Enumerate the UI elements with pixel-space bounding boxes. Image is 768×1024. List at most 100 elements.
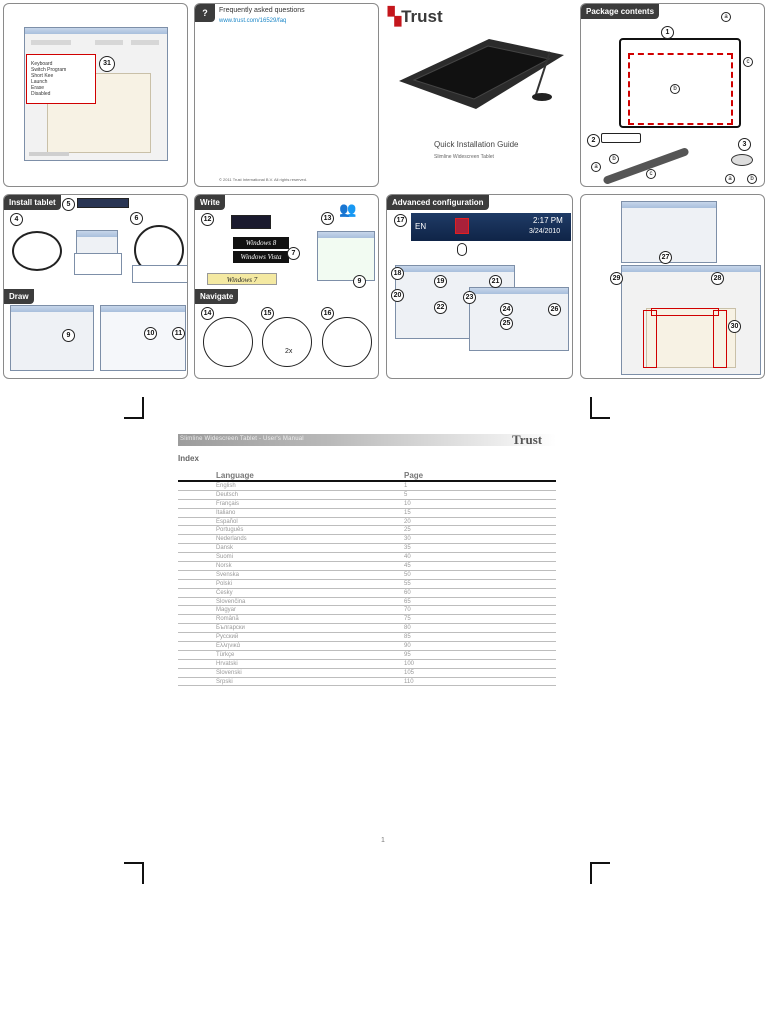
manual-header-text: Slimline Widescreen Tablet - User's Manu… (180, 436, 304, 442)
tablet-tray-icon[interactable] (455, 218, 469, 234)
callout-a-pen: a (591, 162, 601, 172)
callout-c-tablet: c (743, 57, 753, 67)
index-language: Srpski (216, 678, 233, 685)
index-language: Български (216, 625, 245, 632)
callout-23: 23 (463, 291, 476, 304)
index-page: 15 (404, 509, 411, 516)
windows-search-bar (77, 198, 129, 208)
navigate-title: Navigate (195, 289, 239, 304)
callout-29: 29 (610, 272, 623, 285)
callout-15: 15 (261, 307, 274, 320)
index-page: 90 (404, 643, 411, 650)
index-row: Hrvatski 100 (178, 660, 556, 669)
callout-3: 3 (738, 138, 751, 151)
callout-28: 28 (711, 272, 724, 285)
index-language: Русский (216, 634, 239, 641)
index-page: 65 (404, 598, 411, 605)
callout-24: 24 (500, 303, 513, 316)
callout-19: 19 (434, 275, 447, 288)
index-language: Ελληνικά (216, 643, 241, 650)
index-language: Suomi (216, 554, 234, 561)
battery-illustration (601, 133, 641, 143)
index-page: 1 (404, 483, 408, 489)
callout-6: 6 (130, 212, 143, 225)
manual-header-bar: Slimline Widescreen Tablet - User's Manu… (178, 434, 556, 446)
callout-21: 21 (489, 275, 502, 288)
index-page: 100 (404, 660, 415, 667)
page-number: 1 (381, 837, 385, 844)
advanced-title: Advanced configuration (387, 195, 489, 210)
index-language: Hrvatski (216, 660, 238, 667)
windows7-label: Windows 7 (207, 273, 277, 285)
question-icon: ? (195, 4, 215, 22)
index-title: Index (178, 454, 199, 463)
col-language-header: Language (216, 471, 254, 480)
notification-balloon (132, 265, 187, 283)
faq-title: Frequently asked questions (219, 7, 305, 14)
draw-title: Draw (4, 289, 34, 304)
input-panel (317, 231, 375, 281)
index-page: 70 (404, 607, 411, 614)
index-page: 75 (404, 616, 411, 623)
callout-5: 5 (62, 198, 75, 211)
callout-2: 2 (587, 134, 600, 147)
windows-vista-label: Windows Vista (233, 251, 289, 263)
index-page: 110 (404, 678, 414, 685)
callout-14: 14 (201, 307, 214, 320)
index-page: 80 (404, 625, 411, 632)
panel-write-navigate: Write 12 13 👥 Windows 8 Windows Vista Wi… (194, 194, 379, 379)
panel-package-contents: Package contents 1 a b c 2 a b c 3 a b (580, 3, 765, 187)
left-keys-highlight (643, 310, 657, 368)
active-area (628, 53, 733, 125)
index-page: 30 (404, 536, 411, 543)
callout-20: 20 (391, 289, 404, 302)
crop-mark-top-left (124, 397, 144, 419)
index-page: 35 (404, 545, 411, 552)
callout-10: 10 (144, 327, 157, 340)
package-title: Package contents (581, 4, 660, 19)
panel-advanced-config: Advanced configuration 17 EN 2:17 PM 3/2… (386, 194, 573, 379)
paint-app-window (10, 305, 94, 371)
callout-c-pen: c (646, 169, 656, 179)
index-row: Srpski 110 (178, 678, 556, 687)
index-language: Italiano (216, 509, 236, 516)
index-page: 105 (404, 669, 415, 676)
pen-stand-illustration (731, 154, 753, 166)
install-title: Install tablet (4, 195, 61, 210)
paint-brush-window (100, 305, 186, 371)
brand-logo: ▚Trust (388, 7, 443, 26)
usb-illustration (12, 231, 62, 271)
panel-faq: ? Frequently asked questions www.trust.c… (194, 3, 379, 187)
index-language: Norsk (216, 563, 232, 570)
faq-url[interactable]: www.trust.com/16529/faq (219, 18, 287, 24)
callout-b-stand: b (747, 174, 757, 184)
index-language: Česky (216, 589, 233, 596)
index-language: Slovenski (216, 669, 242, 676)
callout-25: 25 (500, 317, 513, 330)
clock-time: 2:17 PM (533, 216, 563, 225)
index-page: 20 (404, 518, 411, 525)
index-row: Slovenski 105 (178, 669, 556, 678)
index-language: Português (216, 527, 244, 534)
double-tap-label: 2x (285, 348, 293, 355)
index-language: Slovenčina (216, 598, 246, 605)
index-page: 85 (404, 634, 411, 641)
callout-4: 4 (10, 213, 23, 226)
tablet-outline (619, 38, 741, 128)
callout-11: 11 (172, 327, 185, 340)
index-page: 55 (404, 580, 411, 587)
callout-12: 12 (201, 213, 214, 226)
write-title: Write (195, 195, 225, 210)
pen-illustration (602, 146, 690, 186)
